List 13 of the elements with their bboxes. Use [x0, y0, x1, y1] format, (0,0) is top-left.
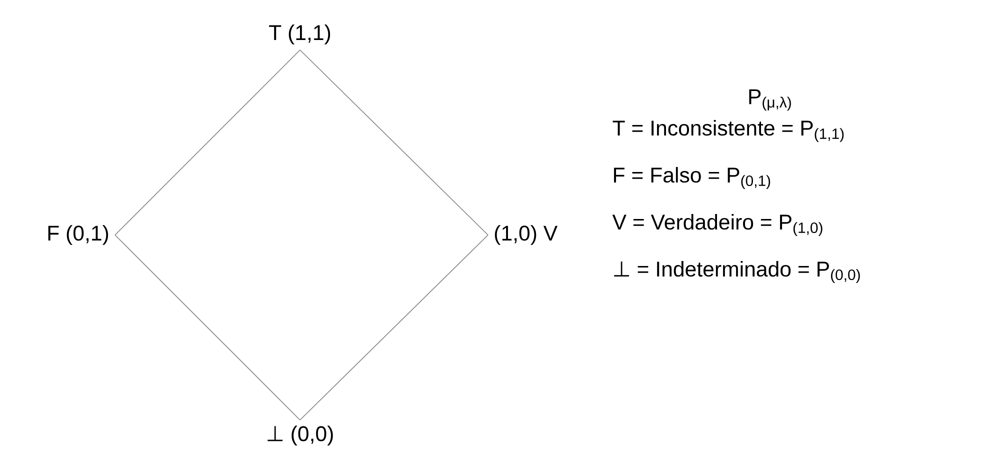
definition-line: T = Inconsistente = P$_{(1,1)}$ — [612, 120, 844, 142]
vertex-label: ⊥ (0,0) — [268, 426, 333, 446]
line — [114, 50, 300, 236]
definition-line: F = Falso = P$_{(0,1)}$ — [614, 167, 770, 189]
definition-line: V = Verdadeiro = P$_{(1,0)}$ — [612, 214, 822, 236]
formula-heading: P$_{(μ,λ)}$ — [749, 89, 791, 111]
line — [300, 234, 488, 420]
vertex-label: T (1,1) — [269, 24, 330, 44]
line — [300, 50, 488, 236]
vertex-label: F (0,1) — [48, 225, 108, 245]
line — [114, 234, 300, 420]
vertex-label: (1,0) V — [494, 225, 558, 245]
definition-line: ⊥ = Indeterminado = P$_{(0,0)}$ — [614, 261, 860, 283]
